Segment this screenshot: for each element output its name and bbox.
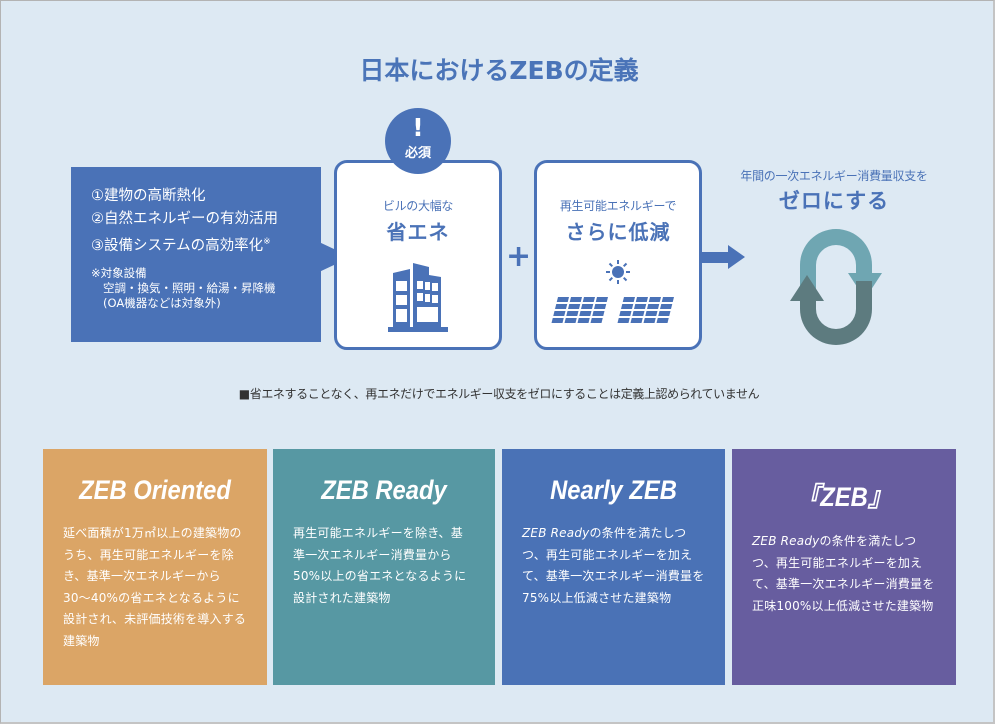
level-description: ZEB Readyの条件を満たしつつ、再生可能エネルギーを加えて、基準一次エネル… [752, 531, 936, 617]
footnote-line-2: (OA機器などは対象外) [103, 296, 221, 310]
level-title: Nearly ZEB [550, 475, 677, 505]
required-label: 必須 [404, 146, 431, 161]
required-badge: ! 必須 [385, 108, 451, 174]
renewable-subtitle: 再生可能エネルギーで [559, 199, 677, 213]
level-description-text: の条件を満たしつつ、再生可能エネルギーを加えて、基準一次エネルギー消費量を75%… [522, 526, 705, 605]
energy-saving-card: ビルの大幅な 省エネ [334, 160, 502, 350]
level-card-zeb-oriented: ZEB Oriented 延べ面積が1万㎡以上の建築物のうち、再生可能エネルギー… [43, 449, 267, 685]
result-title: ゼロにする [778, 189, 890, 213]
measure-item-3: ③設備システムの高効率化※ [91, 231, 321, 258]
measures-footnote: ※対象設備 空調・換気・照明・給湯・昇降機 (OA機器などは対象外) [91, 266, 321, 311]
level-description-prefix: ZEB Ready [752, 534, 820, 548]
renewable-energy-card: 再生可能エネルギーで さらに低減 [534, 160, 702, 350]
level-card-zeb: 『ZEB』 ZEB Readyの条件を満たしつつ、再生可能エネルギーを加えて、基… [732, 449, 956, 685]
measure-item-1: ①建物の高断熱化 [91, 188, 206, 204]
definition-note: ■省エネすることなく、再エネだけでエネルギー収支をゼロにすることは定義上認められ… [238, 387, 760, 401]
measure-item-3-text: ③設備システムの高効率化 [91, 238, 264, 254]
page-title: 日本におけるZEBの定義 [359, 56, 639, 85]
arrow-right-icon [702, 252, 730, 263]
result-subtitle: 年間の一次エネルギー消費量収支を [740, 169, 928, 183]
cycle-loop-icon [790, 229, 882, 345]
plus-icon: + [506, 239, 532, 274]
level-description-prefix: ZEB Ready [522, 526, 590, 540]
level-description: ZEB Readyの条件を満たしつつ、再生可能エネルギーを加えて、基準一次エネル… [522, 523, 705, 609]
renewable-title: さらに低減 [565, 220, 671, 244]
solar-panel-icon [551, 297, 674, 323]
energy-saving-title: 省エネ [386, 220, 450, 244]
footnote-heading: ※対象設備 [91, 266, 147, 280]
arrow-head-icon [728, 245, 745, 269]
level-description: 延べ面積が1万㎡以上の建築物のうち、再生可能エネルギーを除き、基準一次エネルギー… [63, 526, 247, 648]
level-description-text: の条件を満たしつつ、再生可能エネルギーを加えて、基準一次エネルギー消費量を正味1… [752, 534, 935, 613]
level-card-zeb-ready: ZEB Ready 再生可能エネルギーを除き、基準一次エネルギー消費量から50%… [273, 449, 495, 685]
energy-saving-subtitle: ビルの大幅な [382, 199, 454, 213]
measure-item-2: ②自然エネルギーの有効活用 [91, 211, 278, 227]
level-title: 『ZEB』 [796, 482, 892, 512]
level-card-nearly-zeb: Nearly ZEB ZEB Readyの条件を満たしつつ、再生可能エネルギーを… [502, 449, 725, 685]
building-icon [388, 263, 448, 332]
footnote-line-1: 空調・換気・照明・給湯・昇降機 [103, 281, 276, 295]
sun-icon [606, 260, 630, 284]
level-description: 再生可能エネルギーを除き、基準一次エネルギー消費量から50%以上の省エネとなるよ… [293, 526, 467, 605]
energy-saving-measures-box: ①建物の高断熱化 ②自然エネルギーの有効活用 ③設備システムの高効率化※ ※対象… [71, 167, 321, 342]
level-title: ZEB Ready [321, 475, 447, 505]
footnote-mark: ※ [263, 237, 271, 247]
exclamation-icon: ! [412, 113, 424, 142]
level-title: ZEB Oriented [79, 475, 231, 505]
